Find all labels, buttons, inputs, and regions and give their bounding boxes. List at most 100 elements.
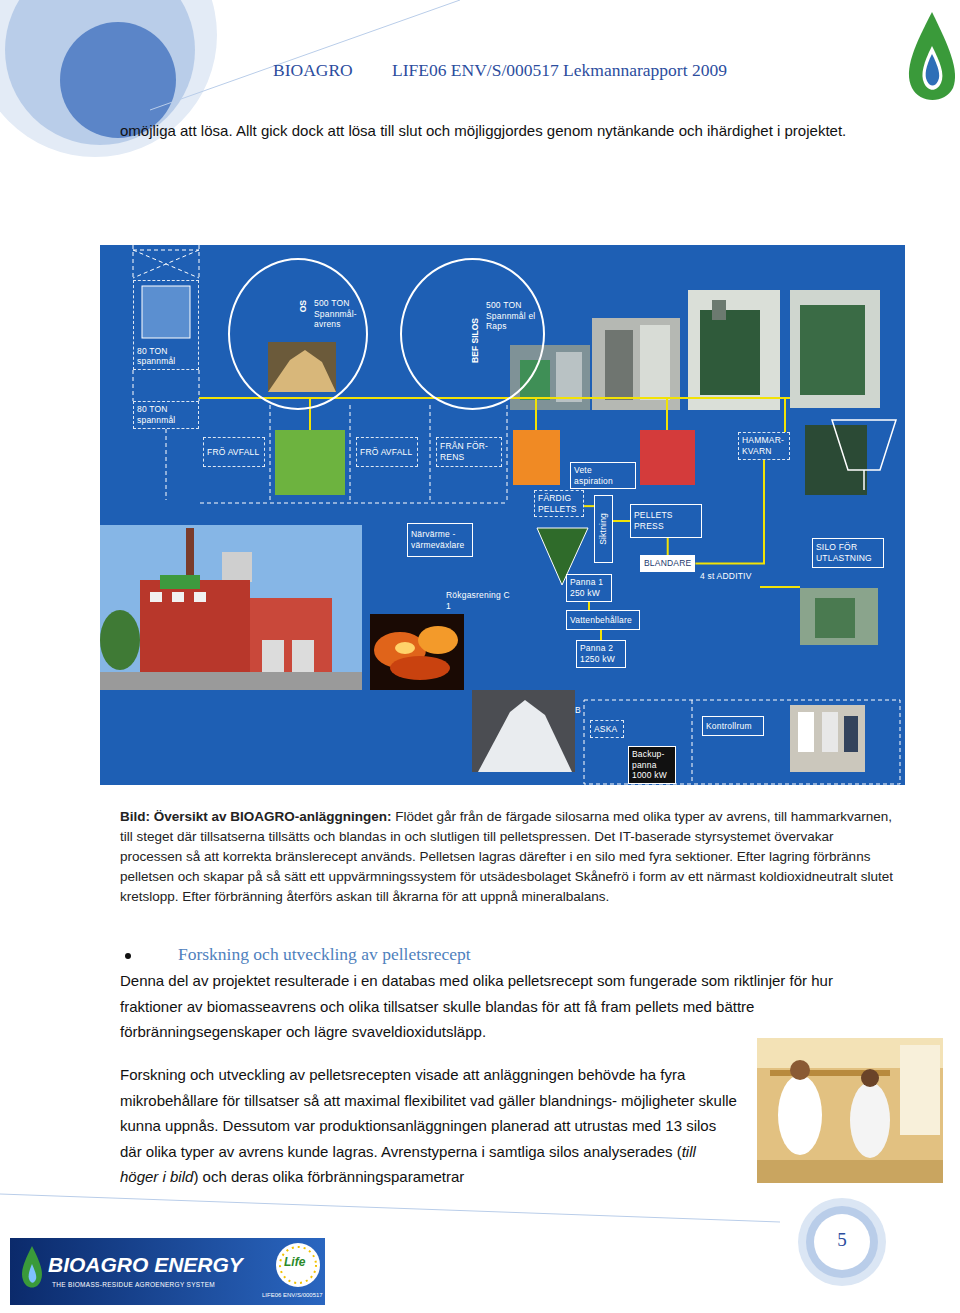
fire-photo — [395, 642, 415, 654]
label-text: LIFE06 ENV/S/000517 — [262, 1292, 323, 1298]
node-text: 80 TON spannmål — [137, 346, 195, 367]
process-box: FRÖ AVFALL — [356, 437, 418, 467]
text-block: THE BIOMASS-RESIDUE AGROENERGY SYSTEM — [52, 1281, 215, 1288]
label-text: BEF SILOS — [470, 318, 480, 363]
label-text: Forskning och utveckling av pelletsrecep… — [178, 944, 471, 964]
bullet — [125, 953, 131, 959]
yellow-flow-lines — [784, 398, 786, 432]
node-text: ASKA — [594, 724, 617, 735]
flow-connector — [613, 520, 630, 522]
process-box: Siktning — [594, 495, 613, 563]
silo-squares — [275, 430, 345, 495]
drop-logo — [909, 12, 955, 100]
yellow-flow-lines — [309, 398, 311, 430]
yellow-flow-lines — [199, 397, 790, 399]
label-text: Rökgasrening C 1 — [446, 590, 510, 611]
lab-photo — [778, 1075, 822, 1155]
text-block: LIFE06 ENV/S/000517 Lekmannarapport 2009 — [392, 60, 727, 81]
machine-photos — [844, 716, 858, 752]
yellow-flow-lines — [666, 398, 668, 430]
page-number-circle — [798, 1198, 886, 1286]
diagram-panel — [100, 245, 905, 785]
process-box: FRÖ AVFALL — [203, 437, 265, 467]
flow-connector — [600, 630, 602, 640]
building-photo — [172, 592, 184, 602]
node-text: Panna 2 1250 kW — [580, 643, 622, 664]
flow-connector — [584, 505, 594, 507]
scaffold-tower — [133, 250, 199, 278]
process-box: SILO FÖR UTLASTNING — [812, 538, 884, 568]
text-block: Bild: Översikt av BIOAGRO-anläggningen:F… — [120, 807, 893, 907]
lab-photo — [790, 1060, 810, 1080]
text-block: LIFE06 ENV/S/000517 — [262, 1292, 323, 1299]
lab-photo — [757, 1038, 943, 1183]
page-number-circle — [814, 1214, 870, 1270]
bottom-line — [0, 1194, 780, 1222]
process-box: Vattenbehållare — [566, 610, 640, 630]
fire-photo — [418, 626, 458, 654]
scaffold-tower — [133, 370, 134, 401]
fire-photo — [370, 614, 464, 690]
node-text: Siktning — [598, 513, 609, 545]
grain-photo — [268, 342, 336, 392]
process-box: FÄRDIG PELLETS — [534, 490, 584, 517]
scaffold-tower — [692, 700, 693, 784]
drop-logo — [926, 54, 940, 86]
node-text: BLANDARE — [644, 558, 691, 569]
page-number-circle — [806, 1206, 878, 1278]
process-box: Kontrollrum — [702, 716, 764, 736]
machine-photos — [822, 712, 838, 752]
machine-photos — [712, 300, 726, 320]
text-block: B — [575, 705, 581, 716]
node-text: SILO FÖR UTLASTNING — [816, 542, 880, 563]
pellet-pile-photo — [478, 700, 572, 772]
label-text: OS — [298, 300, 308, 312]
node-text: 80 TON spannmål — [137, 404, 195, 425]
text-block: Forskning och utveckling av pelletsrecep… — [178, 944, 471, 965]
text-block: Life — [284, 1256, 305, 1269]
node-text: Vete aspiration — [574, 465, 632, 486]
bullet — [125, 953, 131, 959]
machine-photos — [800, 305, 865, 395]
text-block: 5 — [826, 1229, 858, 1252]
node-text: Kontrollrum — [706, 721, 752, 732]
footer-logo — [280, 1247, 316, 1283]
machine-photos — [510, 345, 590, 410]
building-photo — [100, 525, 362, 690]
lab-photo — [757, 1038, 943, 1183]
yellow-flow-lines — [760, 586, 800, 588]
fire-photo — [390, 656, 450, 680]
scaffold-tower — [507, 405, 508, 500]
process-box: Närvärme - värmeväxlare — [407, 523, 473, 557]
grain-photo — [268, 342, 336, 392]
node-text: FRÖ AVFALL — [360, 447, 412, 458]
machine-photos — [800, 588, 878, 645]
silo-circle: 500 TON Spannmål- avrens — [228, 258, 368, 410]
text-block: BIOAGRO ENERGY — [48, 1253, 243, 1276]
footer-logo — [10, 1238, 325, 1305]
node-text: PELLETS PRESS — [634, 510, 698, 531]
flow-connector — [588, 602, 590, 610]
flow-connector — [695, 460, 764, 564]
text-block: Denna del av projektet resulterade i en … — [120, 968, 893, 1045]
process-box: HAMMAR- KVARN — [738, 432, 790, 460]
building-photo — [100, 525, 362, 690]
label-text: THE BIOMASS-RESIDUE AGROENERGY SYSTEM — [52, 1281, 215, 1288]
label-text: 5 — [837, 1229, 847, 1250]
machine-photos — [815, 598, 855, 638]
page-number-circle — [798, 1198, 886, 1286]
process-box: FRÅN FÖR-RENS — [436, 437, 502, 467]
text-block: BIOAGRO — [273, 60, 353, 81]
pellet-pile-photo — [472, 690, 575, 772]
lab-photo — [900, 1045, 940, 1135]
node-text: Backup- panna 1000 kW — [632, 749, 672, 781]
silo-squares — [142, 286, 190, 338]
machine-photos — [832, 420, 896, 470]
text-block: omöjliga att lösa. Allt gick dock att lö… — [120, 120, 893, 142]
node-text: Närvärme - värmeväxlare — [411, 529, 469, 550]
silo-squares — [537, 528, 588, 585]
node-text: FRÖ AVFALL — [207, 447, 259, 458]
process-box: ASKA — [590, 720, 624, 738]
machine-photos — [520, 360, 550, 400]
